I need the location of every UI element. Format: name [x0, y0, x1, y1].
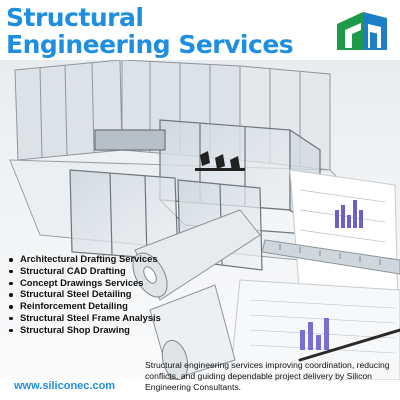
service-item: Architectural Drafting Services [7, 253, 165, 265]
blueprint-sheets [229, 169, 400, 380]
description-text: Structural engineering services improvin… [145, 360, 390, 392]
title-line-1: Structural [6, 3, 144, 32]
ruler [261, 239, 400, 275]
services-list: Architectural Drafting Services Structur… [7, 253, 165, 336]
rolled-drawings [132, 209, 261, 380]
service-item: Structural Shop Drawing [7, 324, 165, 336]
chairs [195, 151, 245, 171]
service-item: Structural CAD Drafting [7, 265, 165, 277]
building-illustration [0, 60, 400, 380]
title-line-2: Engineering Services [6, 30, 294, 59]
website-link[interactable]: www.siliconec.com [14, 380, 116, 392]
service-item: Structural Steel Frame Analysis [7, 312, 165, 324]
service-item: Structural Steel Detailing [7, 289, 165, 300]
company-logo-icon [337, 12, 387, 50]
service-item: Reinforcement Detailing [7, 301, 165, 312]
pen [298, 328, 400, 362]
service-item: Concept Drawings Services [7, 277, 165, 289]
